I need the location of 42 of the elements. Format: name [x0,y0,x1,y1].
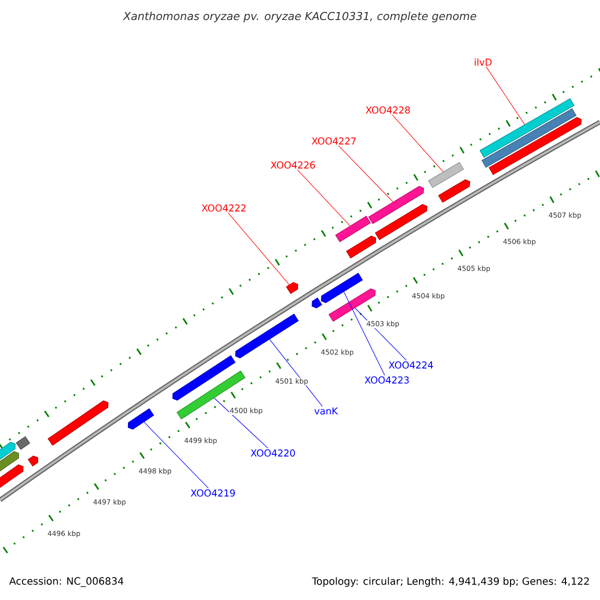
gene-label: XOO4224 [388,361,433,369]
leader-line [486,66,525,125]
gene-bar [128,408,154,430]
leader-line [144,422,209,488]
gene-label: XOO4220 [250,449,295,457]
gene-label: vanK [314,407,338,415]
leader-line [228,212,290,285]
title: Xanthomonas oryzae pv. oryzae KACC10331, complete genome [122,12,476,22]
leader-line [297,169,350,226]
leader-line [269,339,323,407]
gene-bar [0,451,19,473]
gene-bar [312,298,322,308]
gene-label: XOO4223 [364,376,409,384]
gene-label: XOO4226 [270,161,315,169]
gene-bar [488,117,582,176]
gene-bar [28,456,38,466]
gene-bar [0,464,24,490]
footer-text: Topology: circular; Length: 4,941,439 bp; Genes: 4,122 [312,577,589,587]
gene-bar [16,436,30,450]
gene-bar [172,355,236,401]
gene-bar [482,108,576,168]
gene-label: XOO4219 [190,489,235,497]
gene-label: XOO4222 [202,204,246,212]
gene-bar [320,272,363,304]
leader-line [214,398,268,448]
footer-text: Accession: NC_006834 [9,577,124,587]
gene-bar [235,314,299,358]
leader-line [354,308,407,360]
gene-bar [368,186,424,224]
gene-bar [346,236,376,258]
leader-line [392,114,444,172]
gene-label: XOO4227 [312,137,356,145]
gene-bar [480,98,574,158]
gene-bar [0,442,16,460]
gene-bar [48,400,108,446]
gene-label: ilvD [474,58,492,66]
gene-bar [438,179,470,203]
leader-line [338,145,394,202]
gene-bar [335,216,371,242]
gene-label: XOO4228 [366,106,410,114]
gene-bar [328,288,376,322]
leader-line [344,292,385,376]
